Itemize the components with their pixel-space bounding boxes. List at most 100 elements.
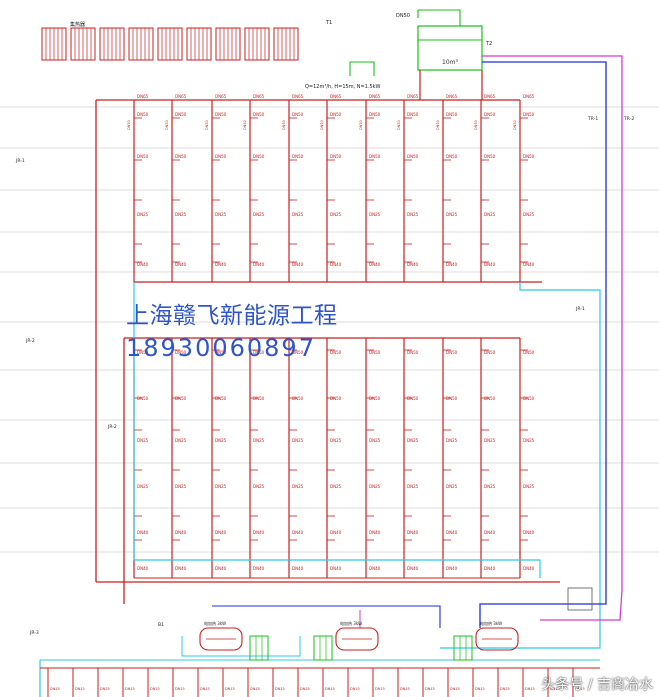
bottom-branch-label: DN15 <box>525 687 535 691</box>
branch-size-label: DN25 <box>292 212 304 217</box>
branch-size-label: DN25 <box>215 484 227 489</box>
riser-size-label: DN50 <box>407 350 419 355</box>
bottom-branch-label: DN15 <box>325 687 335 691</box>
branch-size-label: DN25 <box>175 212 187 217</box>
branch-size-label: DN25 <box>484 212 496 217</box>
bottom-branch-label: DN15 <box>575 687 585 691</box>
riser-size-label: DN50 <box>330 112 342 117</box>
side-tag: JR-2 <box>107 424 117 430</box>
branch-size-label: DN25 <box>369 484 381 489</box>
magenta-hot-loop <box>482 55 623 621</box>
riser-size-label: DN50 <box>369 396 381 401</box>
riser-size-label: DN40 <box>484 530 496 535</box>
bottom-branch-label: DN15 <box>150 687 160 691</box>
collector-size-label: DN40 <box>330 566 342 571</box>
branch-size-label: DN25 <box>292 438 304 443</box>
heater-label: 电加热 3kW <box>204 620 226 626</box>
bottom-branch-label: DN15 <box>50 687 60 691</box>
riser-size-label: DN50 <box>137 154 149 159</box>
grid-lines <box>0 106 659 553</box>
branch-size-label: DN25 <box>369 438 381 443</box>
riser-size-label: DN50 <box>253 396 265 401</box>
header-size-label: DN65 <box>446 94 458 99</box>
bottom-branch-label: DN15 <box>425 687 435 691</box>
header-size-label: DN65 <box>369 94 381 99</box>
riser-size-label: DN50 <box>484 396 496 401</box>
header-size-label: DN65 <box>137 94 149 99</box>
bottom-branch-label: DN15 <box>225 687 235 691</box>
tank-body <box>417 25 483 71</box>
riser-size-label: DN50 <box>446 112 458 117</box>
branch-size-label: DN25 <box>253 438 265 443</box>
riser-vertical-label: DN50 <box>513 120 517 130</box>
storage-tank: 10m³ DN50 T2 T1 Q=12m³/h, H=15m, N=1.5kW <box>305 13 492 90</box>
branch-size-label: DN25 <box>407 212 419 217</box>
riser-size-label: DN50 <box>253 350 265 355</box>
riser-size-label: DN50 <box>446 350 458 355</box>
riser-size-label: DN40 <box>137 530 149 535</box>
header-size-label: DN65 <box>523 94 535 99</box>
branch-size-label: DN25 <box>484 438 496 443</box>
riser-size-label: DN40 <box>292 530 304 535</box>
riser-vertical-label: DN50 <box>165 120 169 130</box>
branch-size-label: DN25 <box>523 484 535 489</box>
riser-size-label: DN50 <box>369 154 381 159</box>
riser-size-label: DN50 <box>407 154 419 159</box>
riser-vertical-label: DN50 <box>436 120 440 130</box>
riser-vertical-label: DN50 <box>205 120 209 130</box>
left-tag: JR-2 <box>25 338 35 344</box>
riser-size-label: DN50 <box>292 112 304 117</box>
collector-size-label: DN40 <box>215 566 227 571</box>
riser-size-label: DN40 <box>523 530 535 535</box>
control-box <box>567 587 593 611</box>
branch-size-label: DN25 <box>137 438 149 443</box>
branch-size-label: DN25 <box>330 484 342 489</box>
riser-size-label: DN50 <box>369 350 381 355</box>
branch-size-label: DN25 <box>523 438 535 443</box>
header-size-label: DN65 <box>484 94 496 99</box>
riser-size-label: DN50 <box>175 154 187 159</box>
riser-size-label: DN40 <box>446 530 458 535</box>
branch-size-label: DN25 <box>330 212 342 217</box>
header-size-label: DN65 <box>215 94 227 99</box>
collector-size-label: DN40 <box>175 566 187 571</box>
branch-size-label: DN25 <box>215 212 227 217</box>
tank-side-tag: T2 <box>485 41 492 47</box>
filter-unit <box>313 635 333 661</box>
branch-size-label: DN25 <box>137 484 149 489</box>
bottom-branch-label: DN15 <box>500 687 510 691</box>
header-size-label: DN65 <box>330 94 342 99</box>
riser-size-label: DN50 <box>175 396 187 401</box>
tank-vent <box>417 9 461 26</box>
branch-size-label: DN25 <box>369 212 381 217</box>
branch-size-label: DN25 <box>175 438 187 443</box>
collector-size-label: DN40 <box>446 566 458 571</box>
riser-vertical-label: DN50 <box>474 120 478 130</box>
branch-size-label: DN25 <box>215 438 227 443</box>
cyan-return-lower <box>133 282 541 578</box>
riser-size-label: DN50 <box>407 396 419 401</box>
riser-size-label: DN40 <box>484 262 496 267</box>
header-size-label: DN65 <box>175 94 187 99</box>
riser-vertical-label: DN50 <box>282 120 286 130</box>
solar-collector-array: 集热器 <box>41 21 299 61</box>
branch-size-label: DN25 <box>330 438 342 443</box>
bottom-branch-label: DN15 <box>175 687 185 691</box>
collector-size-label: DN40 <box>137 566 149 571</box>
riser-size-label: DN50 <box>523 350 535 355</box>
riser-size-label: DN50 <box>446 154 458 159</box>
tank-top-tag: DN50 <box>396 13 410 19</box>
riser-size-label: DN40 <box>215 262 227 267</box>
bottom-branch-label: DN15 <box>275 687 285 691</box>
riser-size-label: DN50 <box>523 396 535 401</box>
pipe-network <box>39 9 623 697</box>
tank-volume-label: 10m³ <box>442 59 458 66</box>
riser-size-label: DN50 <box>137 112 149 117</box>
filter-unit <box>453 635 473 661</box>
branch-size-label: DN25 <box>446 438 458 443</box>
riser-size-label: DN40 <box>330 530 342 535</box>
riser-vertical-label: DN50 <box>243 120 247 130</box>
collector-size-label: DN40 <box>484 566 496 571</box>
